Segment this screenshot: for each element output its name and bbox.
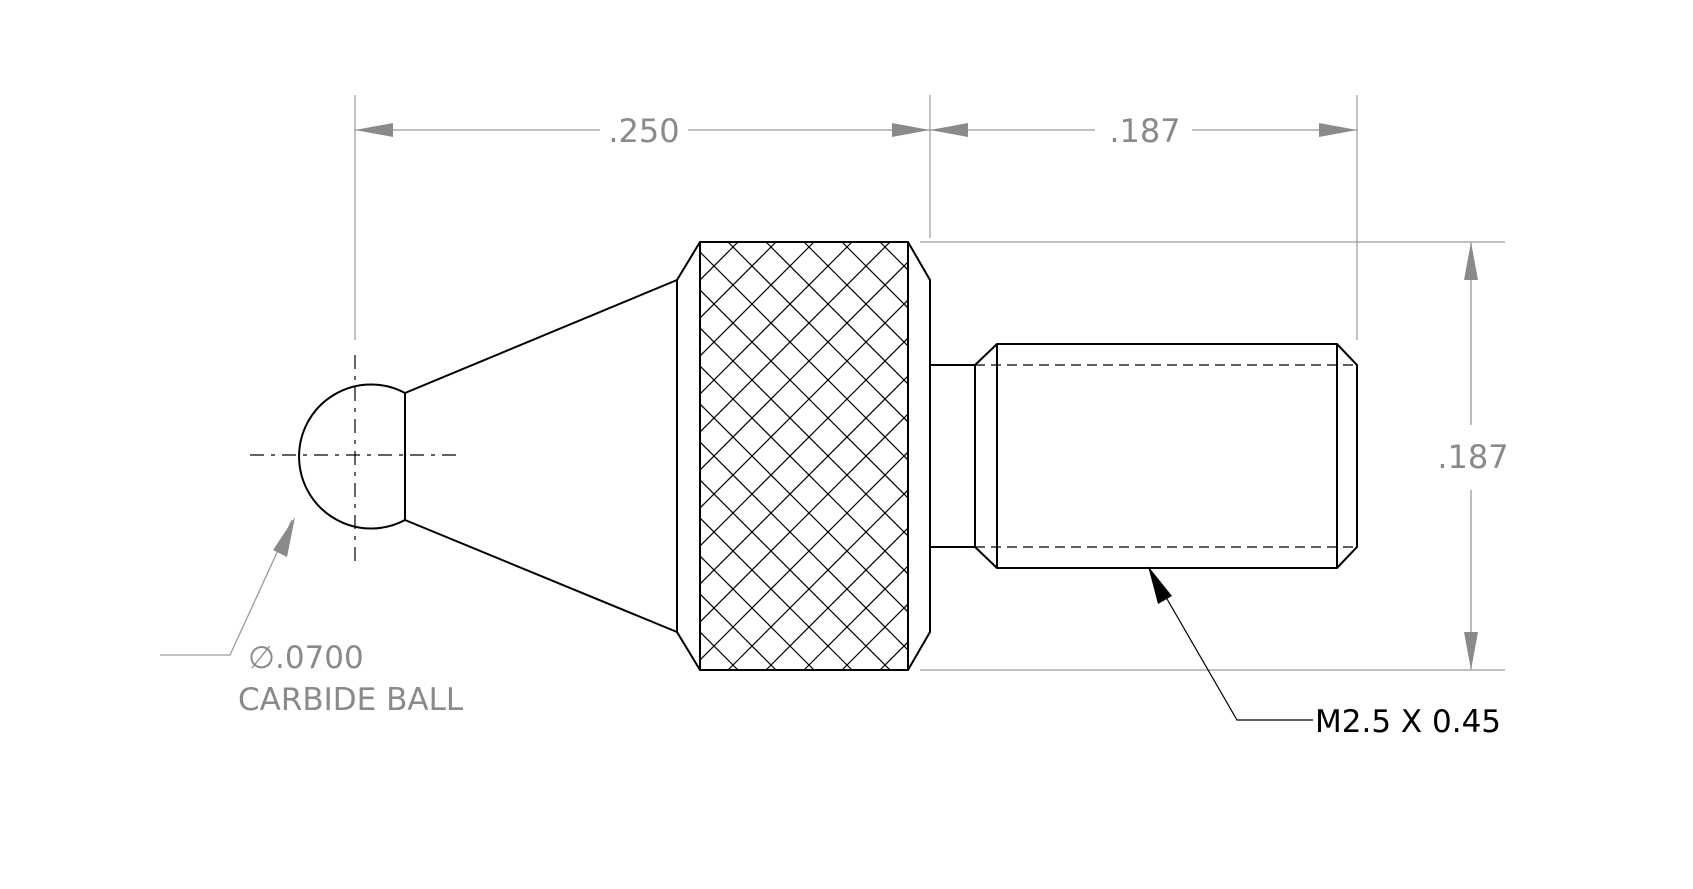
knurl-line (803, 242, 908, 347)
arrowhead-right (892, 123, 930, 137)
knurl-line (879, 242, 908, 271)
knurl-line (1222, 242, 1650, 670)
shank-outline (974, 343, 1358, 569)
thread-neck (930, 364, 975, 548)
carbide-ball (250, 355, 460, 565)
knurl-line (700, 555, 815, 670)
knurl-line (1184, 242, 1612, 670)
knurl-line (727, 242, 908, 423)
knurl-line (700, 479, 891, 670)
knurl-line (956, 242, 1384, 670)
cone-top-edge (404, 279, 678, 394)
knurl-line (700, 242, 891, 433)
knurl-line (1070, 242, 1498, 670)
knurl-line (765, 527, 908, 670)
arrowhead-bottom (1464, 632, 1478, 670)
knurl-line (1146, 242, 1574, 670)
knurl-line (700, 631, 739, 670)
knurl-crosshatch (700, 242, 1693, 670)
knurl-line (700, 242, 853, 395)
knurl-line (918, 242, 1346, 670)
knurl-line (1184, 242, 1612, 670)
knurl-line (918, 242, 1346, 670)
knurl-line (1032, 242, 1460, 670)
ball-leader-arrowhead (273, 517, 295, 557)
knurl-line (700, 517, 853, 670)
knurl-line (700, 242, 701, 243)
extension-lines (354, 95, 1505, 671)
ball-diameter-note: ∅.0700 (248, 640, 364, 676)
knurl-line (700, 413, 908, 623)
knurl-line (700, 299, 908, 509)
knurled-collar (676, 241, 1693, 671)
ball-note: ∅.0700 CARBIDE BALL (160, 517, 464, 718)
knurl-line (956, 242, 1384, 670)
knurl-line (700, 242, 777, 319)
knurl-line (1032, 242, 1460, 670)
ball-material-note: CARBIDE BALL (238, 682, 464, 718)
knurl-line (700, 242, 815, 357)
dimension-label: .187 (1109, 112, 1180, 150)
knurl-line (700, 261, 908, 471)
thread-note: M2.5 X 0.45 (1148, 566, 1501, 740)
stylus-part (250, 241, 1693, 671)
arrowhead-right (1319, 123, 1357, 137)
knurl-line (700, 669, 701, 670)
thread-leader-line (1151, 572, 1313, 721)
knurl-line (1070, 242, 1498, 670)
knurl-line (1146, 242, 1574, 670)
dimension-label: .250 (608, 112, 679, 150)
knurl-line (1336, 242, 1693, 670)
knurl-line (1222, 242, 1650, 670)
dimension-label: .187 (1437, 438, 1508, 476)
knurl-line (803, 565, 908, 670)
ball-outline (298, 383, 406, 530)
arrowhead-left (930, 123, 968, 137)
knurl-line (700, 337, 908, 547)
knurl-line (765, 242, 908, 385)
threaded-shank (974, 343, 1358, 569)
knurl-line (700, 451, 908, 661)
dimension-ball-to-collar: .250 (355, 112, 930, 150)
knurl-line (700, 593, 777, 670)
thread-leader-arrowhead (1148, 566, 1172, 604)
dimension-thread-length: .187 (930, 112, 1357, 150)
knurl-line (700, 375, 908, 585)
knurl-line (700, 242, 739, 281)
ball-leader-line (160, 519, 293, 656)
knurl-line (879, 641, 908, 670)
arrowhead-top (1464, 242, 1478, 280)
arrowhead-left (355, 123, 393, 137)
cone-body (404, 279, 678, 633)
dimension-collar-diameter: .187 (1437, 242, 1509, 670)
thread-spec-note: M2.5 X 0.45 (1315, 704, 1501, 740)
collar-outline (676, 241, 931, 671)
knurl-line (727, 489, 908, 670)
cone-bottom-edge (404, 519, 678, 633)
knurl-line (1336, 242, 1693, 670)
